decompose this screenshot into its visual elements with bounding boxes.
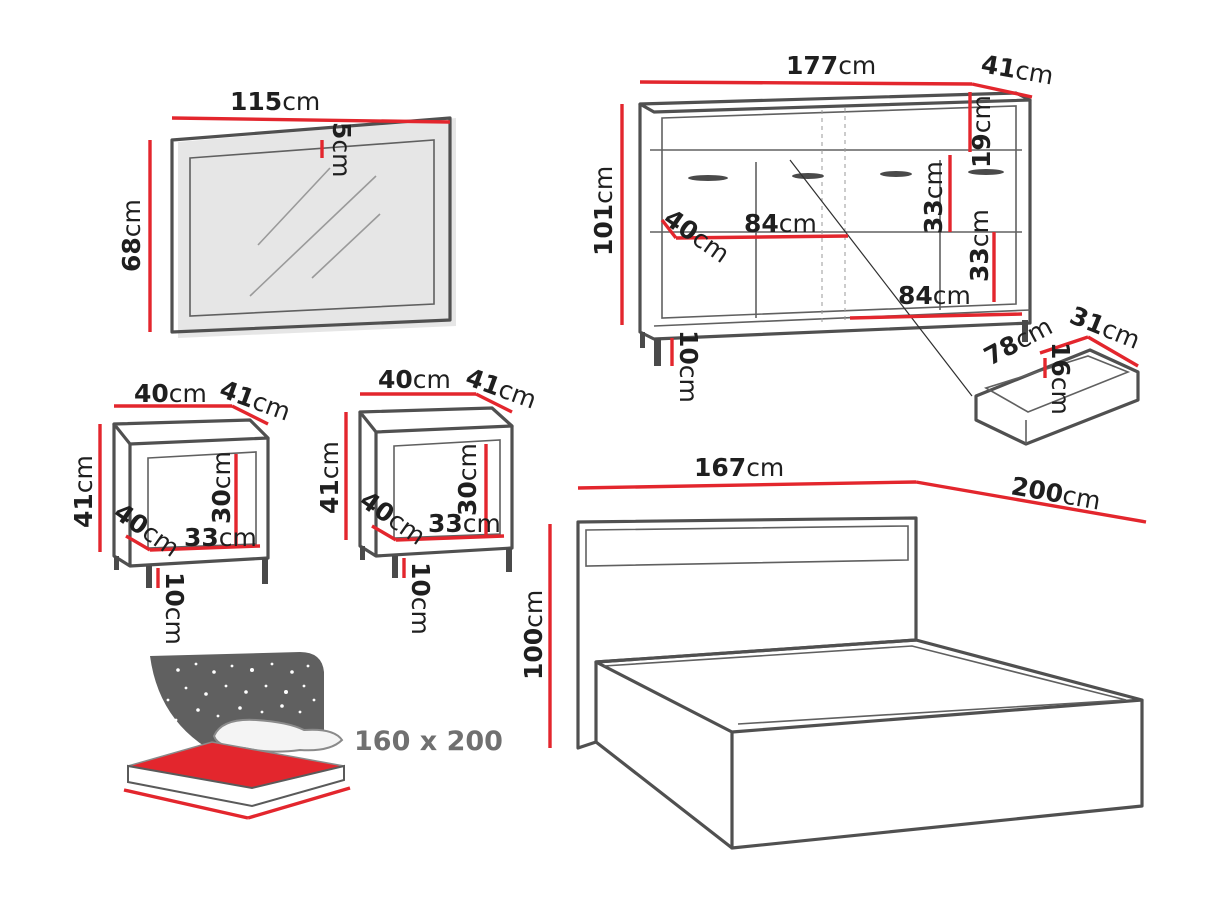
bed-headboard-height-label: 100cm — [519, 590, 548, 680]
nightstand-left-inner-width-label: 33cm — [184, 523, 257, 552]
bed-length-line — [915, 480, 1147, 524]
nightstand-right-inner-width-line — [395, 534, 505, 542]
sideboard-handle — [968, 169, 1004, 175]
nightstand-left-leg — [146, 566, 152, 588]
mattress-side — [127, 764, 345, 808]
sideboard-leg-height-label: 10cm — [674, 330, 703, 403]
sideboard-compartment-width-label: 84cm — [744, 209, 817, 238]
nightstand-right-inner-width-label: 33cm — [428, 509, 501, 538]
drawer-depth-line — [1087, 335, 1139, 368]
nightstand-right-inner-depth-line — [371, 524, 397, 542]
drawer-inner — [984, 355, 1131, 413]
mattress-arrow — [123, 788, 249, 820]
night-sky-moon-cutout — [150, 656, 230, 764]
nightstand-left-width-label: 40cm — [134, 379, 207, 408]
nightstand-right-depth-line — [475, 392, 513, 414]
nightstand-right-inner — [393, 439, 501, 539]
mirror-glass — [189, 139, 435, 317]
sideboard-leg — [640, 332, 645, 348]
bed-headboard-panel — [585, 525, 909, 567]
sideboard-handle — [792, 173, 824, 179]
drawer-box — [974, 348, 1140, 446]
sideboard-depth-label: 41cm — [979, 49, 1056, 90]
sideboard-shelf-height-label: 33cm — [965, 209, 994, 282]
sideboard-compartment-width-label: 84cm — [898, 281, 971, 310]
bed-mattress-edge — [603, 645, 1127, 725]
nightstand-left-inner — [147, 451, 257, 549]
nightstand-right-height-label: 41cm — [315, 441, 344, 514]
drawer-height-label: 16cm — [1046, 342, 1075, 415]
nightstand-right: 40cm 41cm 41cm 30cm 33cm 40cm 10cm — [315, 362, 540, 635]
mirror-reflection-line — [257, 167, 331, 246]
sideboard-leg — [1022, 320, 1028, 342]
nightstand-left-depth-line — [231, 404, 269, 426]
sideboard-inner-depth-line — [660, 218, 678, 240]
nightstand-right-width-label: 40cm — [378, 365, 451, 394]
sideboard-inner-back — [661, 105, 1017, 319]
nightstand-right-inner-height-label: 30cm — [453, 443, 482, 516]
sideboard-leg — [654, 338, 661, 366]
sideboard-compartment-width-line — [849, 312, 1023, 320]
mirror-reflection-line — [311, 213, 381, 279]
sideboard-width-line — [639, 80, 973, 86]
mirror-width-label: 115cm — [230, 87, 320, 116]
nightstand-right-top — [358, 406, 514, 434]
sideboard-handle — [880, 171, 912, 177]
sideboard-depth-line — [971, 82, 1033, 99]
mirror-reflection-line — [249, 175, 377, 297]
nightstand-left-body — [112, 424, 270, 568]
drawer-callout-line — [789, 159, 973, 397]
nightstand-left-leg — [262, 558, 268, 584]
nightstand-right-leg-height-label: 10cm — [406, 562, 435, 635]
nightstand-right-leg — [392, 556, 398, 578]
sideboard-width-label: 177cm — [786, 51, 876, 80]
nightstand-left-leg-height-label: 10cm — [160, 572, 189, 645]
bed: 167cm 200cm 100cm — [519, 453, 1147, 850]
bed-frame-front — [730, 700, 1144, 850]
sideboard-base-band — [653, 309, 1031, 327]
mirror-width-line — [171, 116, 451, 124]
star-icons — [166, 662, 316, 722]
mattress-size-label: 160 x 200 — [354, 726, 503, 757]
bed-width-label: 167cm — [694, 453, 784, 482]
bed-length-label: 200cm — [1009, 471, 1103, 515]
nightstand-left-inner-depth-label: 40cm — [109, 497, 185, 563]
mirror-frame-label: 5cm — [327, 122, 356, 178]
mirror-shadow — [178, 118, 456, 338]
bed-frame-side — [595, 740, 733, 850]
bed-headboard — [576, 516, 918, 750]
sideboard-inner-depth-label: 40cm — [659, 203, 735, 269]
nightstand-left-inner-depth-line — [125, 534, 151, 552]
nightstand-left: 40cm 41cm 41cm 30cm 33cm 40cm 10cm — [69, 374, 294, 645]
nightstand-right-leg — [506, 548, 512, 572]
mirror-frame — [170, 116, 452, 334]
nightstand-right-body — [358, 412, 514, 558]
sideboard-height-label: 101cm — [589, 166, 618, 256]
sideboard-shelf-height-label: 33cm — [919, 161, 948, 234]
mattress-night-sky-icon: 160 x 200 — [123, 652, 503, 820]
nightstand-right-leg — [360, 546, 365, 560]
mattress-arrow — [247, 786, 351, 820]
nightstand-left-height-label: 41cm — [69, 455, 98, 528]
bed-mattress-top — [594, 638, 1144, 734]
bed-width-line — [577, 480, 917, 490]
sideboard: 177cm 41cm 101cm 19cm 33cm 33cm 84cm 84c… — [589, 49, 1056, 403]
nightstand-left-leg — [114, 556, 119, 570]
mirror: 115cm 68cm 5cm — [117, 87, 456, 338]
mirror-height-label: 68cm — [117, 199, 146, 272]
sideboard-compartment-width-line — [675, 234, 849, 240]
drawer-width-line — [1039, 335, 1089, 355]
drawer: 78cm 31cm 16cm — [974, 301, 1144, 446]
nightstand-left-inner-height-label: 30cm — [207, 451, 236, 524]
nightstand-left-top — [112, 418, 270, 446]
nightstand-right-inner-depth-label: 40cm — [355, 485, 431, 551]
sideboard-handle — [688, 175, 728, 181]
sideboard-top-gap-label: 19cm — [967, 95, 996, 168]
nightstand-left-inner-width-line — [149, 544, 261, 552]
